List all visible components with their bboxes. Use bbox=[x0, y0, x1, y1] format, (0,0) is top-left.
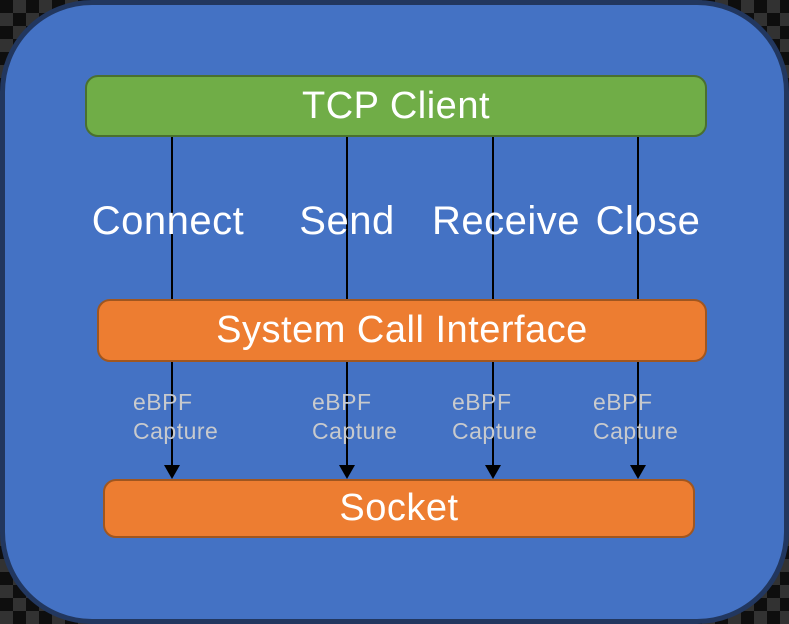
node-system-call-interface: System Call Interface bbox=[97, 299, 707, 362]
capture-label-connect: eBPF Capture bbox=[133, 389, 219, 444]
send-arrow-head bbox=[339, 465, 355, 479]
flow-label-send: Send bbox=[299, 199, 395, 243]
flow-label-close: Close bbox=[595, 199, 701, 243]
flow-label-connect: Connect bbox=[91, 199, 245, 243]
node-socket-label: Socket bbox=[339, 487, 459, 529]
capture-label-send: eBPF Capture bbox=[312, 389, 398, 444]
capture-label-close: eBPF Capture bbox=[593, 389, 679, 444]
capture-label-receive: eBPF Capture bbox=[452, 389, 538, 444]
node-socket: Socket bbox=[103, 479, 695, 538]
node-tcp-client-label: TCP Client bbox=[301, 84, 491, 127]
node-system-call-interface-label: System Call Interface bbox=[216, 309, 588, 351]
receive-arrow-head bbox=[485, 465, 501, 479]
flow-label-receive: Receive bbox=[431, 199, 581, 243]
connect-arrow-head bbox=[164, 465, 180, 479]
node-tcp-client: TCP Client bbox=[85, 75, 707, 137]
close-arrow-head bbox=[630, 465, 646, 479]
